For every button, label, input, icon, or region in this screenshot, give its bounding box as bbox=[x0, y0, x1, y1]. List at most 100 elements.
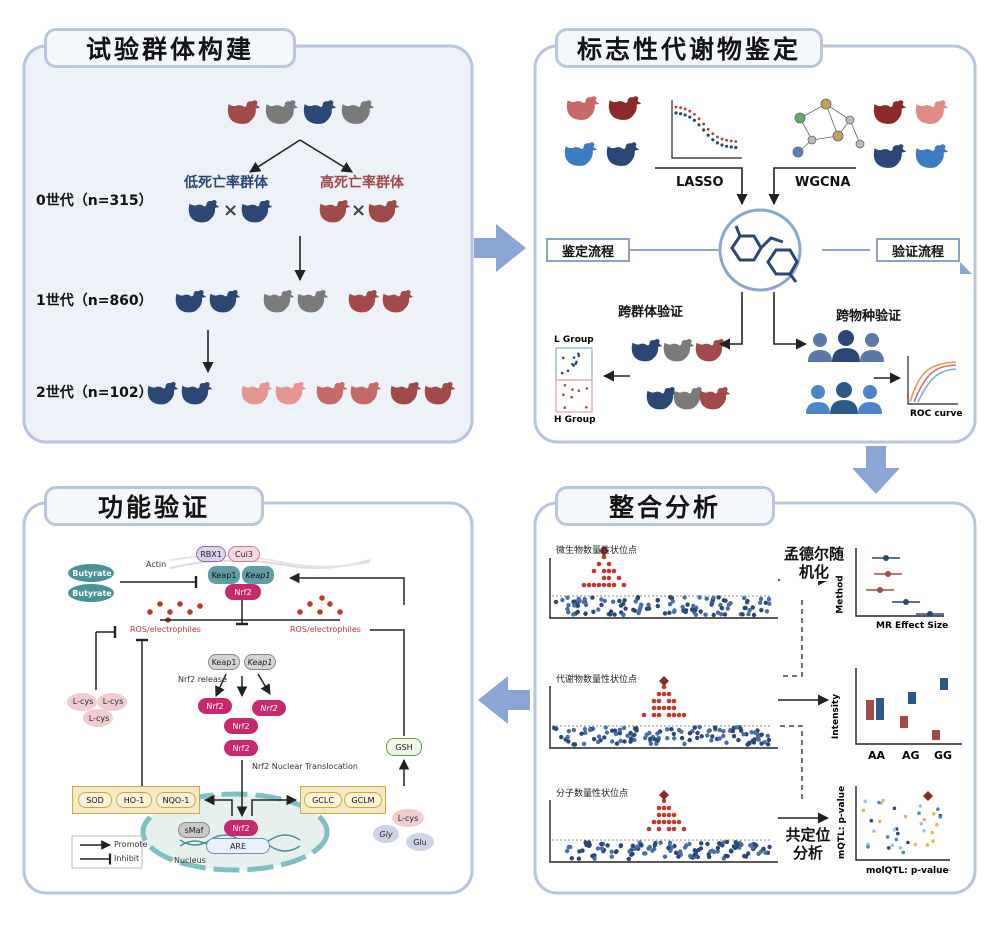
manhattan-point bbox=[614, 741, 620, 746]
manhattan-point bbox=[708, 849, 713, 854]
manhattan-point bbox=[566, 729, 572, 734]
manhattan-point bbox=[688, 853, 693, 859]
lasso-point bbox=[715, 141, 720, 145]
panel-title-biomarker: 标志性代谢物鉴定 bbox=[555, 28, 823, 68]
rbx1-pill: RBX1 bbox=[196, 546, 226, 562]
coloc-point bbox=[936, 807, 940, 811]
peak-point bbox=[651, 705, 657, 711]
mendelian-label: 孟德尔随 机化 bbox=[780, 545, 848, 581]
manhattan-point bbox=[719, 606, 725, 611]
manhattan-point bbox=[635, 844, 640, 849]
peak-point bbox=[661, 812, 667, 818]
peak-point bbox=[611, 582, 617, 588]
manhattan-point bbox=[587, 842, 592, 848]
manhattan-point bbox=[765, 733, 770, 738]
manhattan-point bbox=[758, 596, 764, 602]
butyrate-top: Butyrate bbox=[72, 568, 112, 578]
manhattan-point bbox=[665, 736, 670, 741]
coloc-point bbox=[931, 812, 936, 816]
manhattan-point bbox=[553, 599, 559, 605]
manhattan-point bbox=[669, 727, 674, 732]
manhattan-point bbox=[582, 597, 587, 602]
manhattan-point bbox=[599, 841, 604, 847]
manhattan-point bbox=[608, 609, 614, 614]
lasso-point bbox=[706, 133, 710, 137]
manhattan-point bbox=[670, 599, 675, 604]
manhattan-point bbox=[747, 608, 752, 613]
lasso-point bbox=[702, 128, 706, 132]
are-pill: ARE bbox=[206, 838, 270, 854]
manhattan-point bbox=[682, 595, 687, 600]
people-icon-bottom bbox=[806, 382, 882, 414]
lasso-point bbox=[683, 107, 687, 111]
manhattan-point bbox=[725, 606, 730, 611]
coloc-point bbox=[896, 831, 900, 836]
manhattan-point bbox=[566, 610, 571, 615]
ros-molecule bbox=[337, 609, 343, 615]
gen0-label: 0世代（n=315） bbox=[36, 193, 153, 209]
peak-point bbox=[666, 826, 672, 832]
manhattan-point bbox=[580, 848, 585, 853]
peak-point bbox=[661, 691, 667, 697]
manhattan-point bbox=[569, 856, 574, 861]
lead-variant-marker bbox=[599, 546, 609, 556]
coloc-ylabel: mQTL: p-value bbox=[837, 785, 848, 860]
manhattan-axis bbox=[549, 686, 778, 749]
manhattan-point bbox=[648, 741, 654, 746]
coloc-point bbox=[877, 819, 882, 824]
manhattan-point bbox=[765, 742, 771, 747]
peak-point bbox=[661, 684, 667, 690]
manhattan-point bbox=[751, 612, 757, 618]
manhattan-point bbox=[571, 742, 576, 747]
peak-point bbox=[651, 712, 657, 718]
panel-title-integration: 整合分析 bbox=[555, 486, 775, 526]
lasso-point bbox=[697, 123, 701, 127]
ros-right-label: ROS/electrophiles bbox=[290, 625, 361, 634]
manhattan-point bbox=[734, 725, 739, 730]
box-mark bbox=[900, 716, 908, 728]
lasso-label: LASSO bbox=[676, 175, 724, 190]
manhattan-point bbox=[565, 606, 570, 612]
manhattan-point bbox=[746, 611, 751, 617]
manhattan-point bbox=[733, 840, 738, 845]
peak-point bbox=[646, 826, 652, 832]
manhattan-point bbox=[611, 599, 616, 604]
manhattan-axis bbox=[549, 558, 778, 619]
manhattan-point bbox=[679, 735, 685, 741]
manhattan-point bbox=[617, 727, 623, 732]
peak-point bbox=[656, 812, 662, 818]
ros-molecule bbox=[167, 609, 173, 615]
manhattan-point bbox=[587, 727, 593, 733]
peak-point bbox=[591, 568, 597, 574]
mendelian-line2: 机化 bbox=[798, 563, 829, 581]
manhattan-point bbox=[749, 730, 754, 735]
manhattan-point bbox=[590, 853, 595, 859]
manhattan-point bbox=[646, 602, 651, 607]
l-group-point bbox=[577, 352, 580, 356]
gly-pill: Gly bbox=[379, 829, 393, 839]
manhattan-point bbox=[565, 595, 570, 600]
lasso-point bbox=[688, 115, 692, 119]
manhattan-point bbox=[647, 844, 652, 850]
mr-estimate bbox=[903, 599, 909, 605]
ros-molecule bbox=[187, 609, 193, 615]
manhattan-point bbox=[590, 595, 595, 600]
nrf2-free-b: Nrf2 bbox=[252, 700, 286, 716]
legend-lines bbox=[80, 840, 112, 865]
peak-point bbox=[606, 575, 612, 581]
mr-xlabel: MR Effect Size bbox=[876, 621, 949, 631]
manhattan-point bbox=[572, 603, 577, 608]
lasso-point bbox=[683, 113, 687, 117]
box-mark bbox=[940, 678, 948, 690]
population-arrows bbox=[202, 139, 353, 374]
nrf2-bound: Nrf2 bbox=[225, 584, 261, 600]
peak-point bbox=[666, 805, 672, 811]
manhattan-point bbox=[623, 606, 628, 611]
l-group-point bbox=[561, 356, 565, 360]
manhattan-point bbox=[621, 725, 627, 731]
box-mark bbox=[932, 730, 940, 740]
high-mortality-label: 高死亡率群体 bbox=[320, 175, 404, 191]
peak-point bbox=[596, 582, 602, 588]
pathway-arrows bbox=[95, 572, 410, 818]
